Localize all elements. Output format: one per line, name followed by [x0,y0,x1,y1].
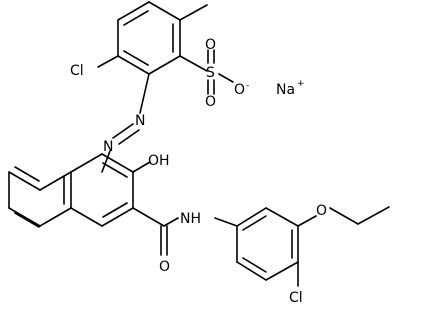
bond [148,1,181,21]
bond [242,257,267,273]
bond-layer [8,1,390,287]
bond [123,50,149,66]
bond [39,171,72,191]
bond [70,207,103,227]
bond [148,55,181,75]
bond [132,161,151,173]
atom-label-hydroxyl: OH [148,153,170,169]
bond [97,55,119,68]
bond [39,207,72,227]
atom-label-sulfur: S [206,65,215,81]
bond [117,1,150,21]
bond [123,10,149,26]
bond [265,261,299,281]
atom-label-nitrogen: N [103,139,113,155]
bond [139,73,150,114]
bond [163,217,179,227]
bond [102,162,128,178]
bond [112,123,134,139]
bond [14,212,40,228]
positive-charge-symbol: + [297,79,305,89]
bond [236,207,267,227]
atom-label-nitrogen: N [135,113,145,129]
bond [236,261,267,281]
bond [329,207,359,225]
bond [218,73,234,83]
negative-charge-symbol: - [246,81,249,91]
atom-label-oxygen: O [159,259,170,275]
bond [101,153,134,173]
bond [8,171,41,191]
atom-label-sodium: Na [276,82,295,98]
bond [70,153,103,173]
bond [102,202,128,218]
bond [101,207,134,227]
bond [357,206,390,225]
atom-label-chlorine: Cl [70,63,84,79]
atom-label-oxygen: O [234,82,245,98]
atom-label-chlorine: Cl [289,290,303,306]
bond [8,207,41,227]
bond [214,217,238,227]
bond [297,215,317,227]
atom-label-oxygen: O [205,37,216,53]
atom-label-amide-nh: NH [180,211,201,227]
bond [179,55,208,72]
bond [179,4,208,21]
bond [132,207,165,227]
bond [118,129,140,145]
bond [265,207,299,227]
atom-label-oxygen: O [205,94,216,110]
atom-layer: Cl S O O O - Na + N N OH NH O O Cl [70,37,327,306]
bond [14,166,40,182]
bond [242,215,267,231]
bond [101,150,111,173]
bond [117,55,150,75]
atom-label-oxygen: O [316,203,327,219]
